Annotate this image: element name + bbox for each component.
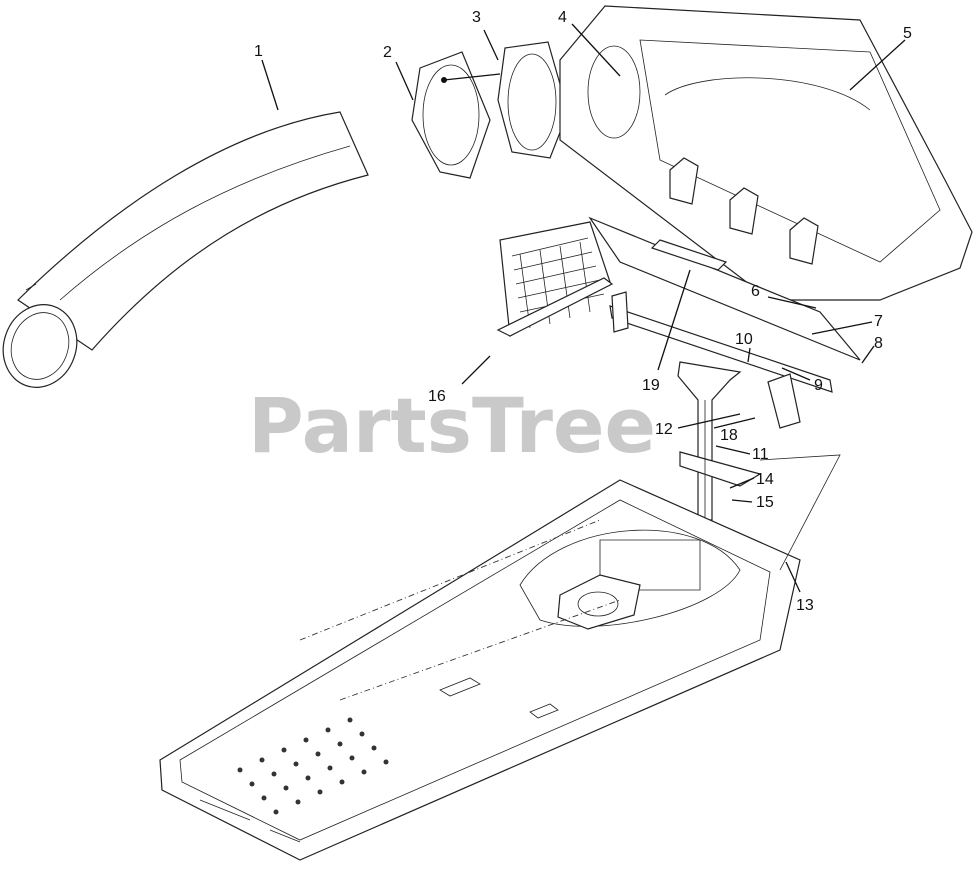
callout-13: 13 [796, 597, 814, 614]
mount-brackets [588, 216, 861, 429]
support-post [677, 361, 762, 521]
callout-6: 6 [751, 283, 760, 300]
callout-15: 15 [756, 494, 774, 511]
gasket-plate [411, 51, 491, 179]
callout-3: 3 [472, 9, 481, 26]
callout-5: 5 [903, 25, 912, 42]
hopper-lid [559, 5, 973, 301]
frame-holes [237, 717, 389, 815]
callout-10: 10 [735, 331, 753, 348]
leader-lines [261, 23, 906, 593]
callout-12: 12 [655, 421, 673, 438]
callout-4: 4 [558, 9, 567, 26]
callout-9: 9 [814, 377, 823, 394]
callout-18: 18 [720, 427, 738, 444]
adapter-plate [497, 41, 569, 159]
discharge-tube [2, 111, 369, 388]
callout-8: 8 [874, 335, 883, 352]
callout-19: 19 [642, 377, 660, 394]
callout-16: 16 [428, 388, 446, 405]
callout-labels: 1 2 3 4 5 6 7 8 9 10 11 12 13 14 15 16 1… [254, 9, 912, 614]
callout-7: 7 [874, 313, 883, 330]
screen-assembly [496, 221, 614, 337]
callout-11: 11 [752, 446, 769, 463]
watermark: PartsTree [248, 381, 656, 470]
callout-1: 1 [254, 43, 263, 60]
callout-2: 2 [383, 44, 392, 61]
callout-14: 14 [756, 471, 774, 488]
tractor-frame [159, 454, 841, 861]
